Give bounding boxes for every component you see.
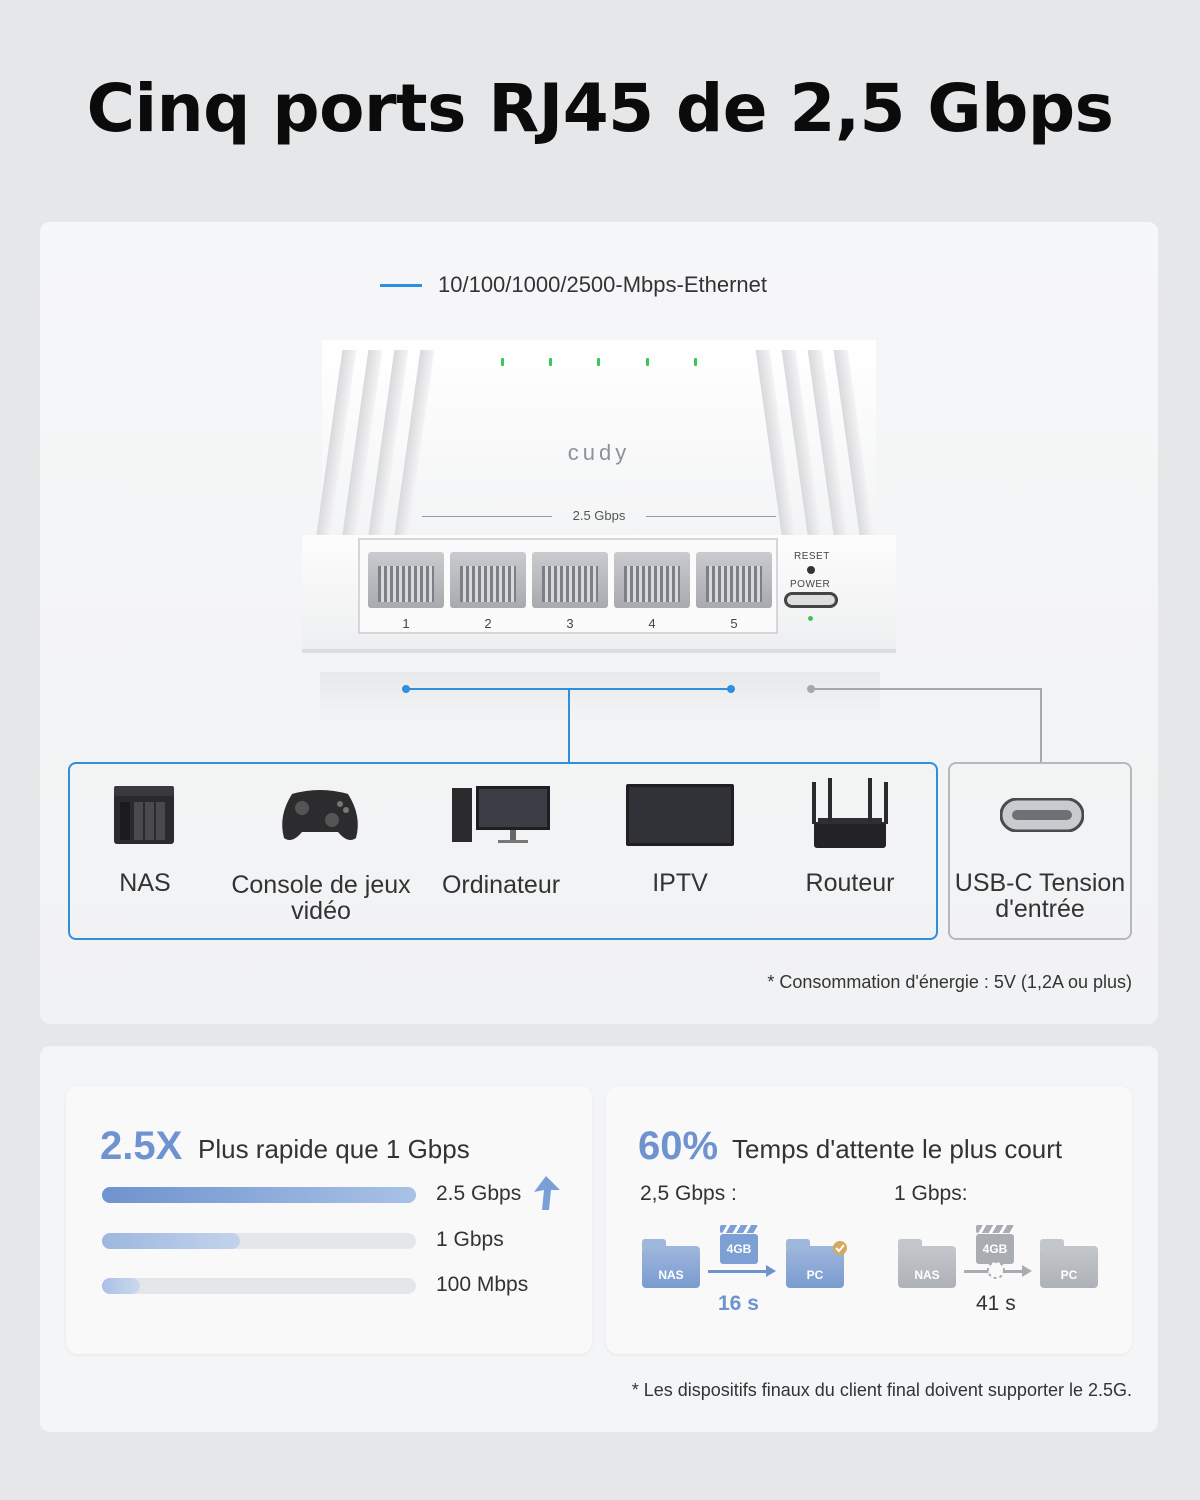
- wait-percentage: 60%: [638, 1124, 719, 1168]
- port-led: [646, 358, 649, 366]
- device-connector-line: [568, 688, 570, 763]
- port-number: 4: [648, 616, 656, 631]
- device-label-nas: NAS: [119, 869, 171, 897]
- port-led: [694, 358, 697, 366]
- speed-bar-fill: [102, 1233, 241, 1249]
- folder-label: PC: [806, 1268, 824, 1282]
- nas-folder-icon: NAS: [898, 1239, 956, 1288]
- folder-label: NAS: [658, 1268, 684, 1282]
- switch-reflection: [320, 672, 880, 722]
- speed-bar-track: [102, 1233, 416, 1249]
- device-label-iptv: IPTV: [652, 869, 708, 897]
- slow-time: 41 s: [976, 1292, 1016, 1315]
- power-led: [808, 616, 813, 621]
- rj45-port: [614, 552, 690, 608]
- reset-label: RESET: [794, 551, 830, 562]
- speed-bar-fill: [102, 1187, 416, 1203]
- port-led: [549, 358, 552, 366]
- loading-icon: [987, 1261, 1005, 1279]
- rj45-port: [696, 552, 772, 608]
- file-size-icon: 4GB: [976, 1225, 1014, 1264]
- wait-headline: Temps d'attente le plus court: [732, 1134, 1063, 1164]
- pc-folder-icon: PC: [1040, 1239, 1098, 1288]
- device-label-router: Routeur: [805, 869, 895, 897]
- transfer-arrow: [708, 1265, 776, 1277]
- file-size-icon: 4GB: [720, 1225, 758, 1264]
- rj45-port: [450, 552, 526, 608]
- speed-bar-label: 100 Mbps: [436, 1273, 529, 1296]
- speed-card: 2.5X Plus rapide que 1 Gbps 2.5 Gbps 1 G…: [66, 1086, 592, 1354]
- rj45-port: [532, 552, 608, 608]
- page-title: Cinq ports RJ45 de 2,5 Gbps: [86, 70, 1114, 147]
- gamepad-icon: [282, 790, 358, 840]
- nas-folder-icon: NAS: [642, 1239, 700, 1288]
- speed-bar-label: 2.5 Gbps: [436, 1182, 522, 1205]
- folder-label: NAS: [914, 1268, 940, 1282]
- speed-bar-label: 1 Gbps: [436, 1228, 504, 1251]
- speed-label: 2.5 Gbps: [422, 508, 776, 523]
- legend-label: 10/100/1000/2500-Mbps-Ethernet: [438, 272, 768, 297]
- reset-button: [807, 566, 815, 574]
- file-size-label: 4GB: [726, 1242, 752, 1256]
- port-bay: 1 2 3 4 5: [358, 538, 778, 634]
- speed-bar-fill: [102, 1278, 140, 1294]
- speed-multiplier: 2.5X: [100, 1124, 183, 1168]
- port-number: 2: [484, 616, 492, 631]
- file-size-label: 4GB: [982, 1242, 1008, 1256]
- computer-icon: [452, 786, 550, 843]
- legend-line: [380, 283, 422, 287]
- brand-logo: cudy: [567, 440, 631, 465]
- power-label: POWER: [790, 579, 831, 590]
- port-number: 1: [402, 616, 410, 631]
- port-number: 5: [730, 616, 738, 631]
- check-icon: [833, 1241, 847, 1255]
- legend: 10/100/1000/2500-Mbps-Ethernet: [380, 272, 767, 298]
- folder-label: PC: [1060, 1268, 1078, 1282]
- wait-time-card: 60% Temps d'attente le plus court 2,5 Gb…: [606, 1086, 1132, 1354]
- usb-c-port: [784, 592, 838, 608]
- connector-dot: [807, 685, 815, 693]
- port-led: [597, 358, 600, 366]
- footnote: * Les dispositifs finaux du client final…: [631, 1380, 1132, 1400]
- rj45-port: [368, 552, 444, 608]
- usb-c-icon: [1000, 798, 1084, 832]
- device-label-computer: Ordinateur: [441, 871, 561, 899]
- network-switch: cudy 2.5 Gbps 1 2 3 4 5 RESET POWER: [301, 340, 896, 658]
- speed-bar-track: [102, 1278, 416, 1294]
- energy-note: * Consommation d'énergie : 5V (1,2A ou p…: [767, 972, 1132, 992]
- nas-icon: [114, 786, 174, 844]
- tv-icon: [626, 784, 734, 846]
- connector-dot: [402, 685, 410, 693]
- router-icon: [812, 778, 888, 848]
- port-number: 3: [566, 616, 574, 631]
- fast-time: 16 s: [718, 1292, 759, 1315]
- connector-dot: [727, 685, 735, 693]
- port-led: [501, 358, 504, 366]
- speed-bar-track: [102, 1187, 416, 1203]
- arrow-up-icon: [534, 1176, 560, 1210]
- pc-folder-icon: PC: [786, 1239, 844, 1288]
- fast-transfer-label: 2,5 Gbps :: [640, 1182, 737, 1205]
- power-connector-drop: [1040, 688, 1042, 763]
- power-connector-line: [811, 688, 1041, 690]
- speed-headline: Plus rapide que 1 Gbps: [198, 1134, 470, 1164]
- slow-transfer-label: 1 Gbps:: [894, 1182, 968, 1205]
